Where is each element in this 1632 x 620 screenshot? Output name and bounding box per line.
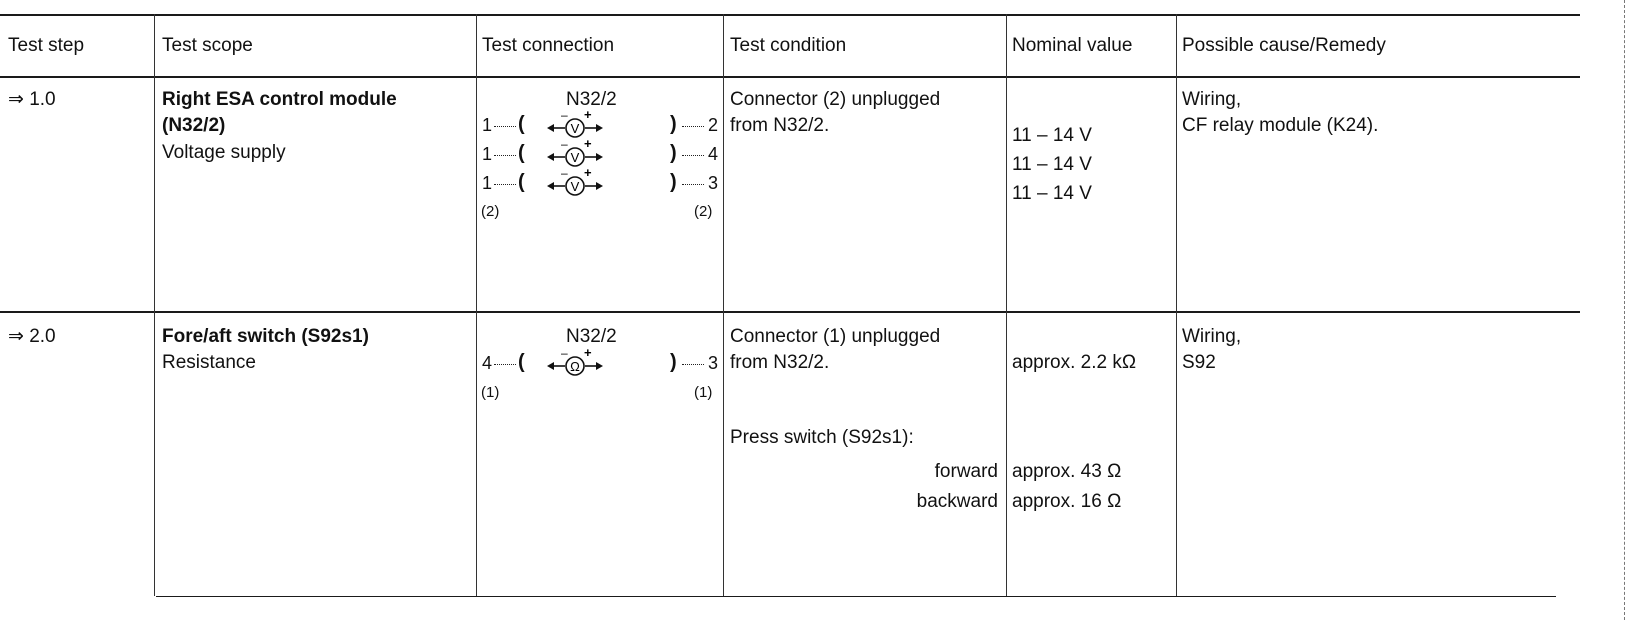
row2-scope-sub: Resistance <box>162 352 256 373</box>
row1-condition-2: from N32/2. <box>730 115 830 136</box>
plug-close-symbol: ) <box>670 171 677 193</box>
row1-remedy-1: Wiring, <box>1182 89 1242 110</box>
row2-right-connector: (1) <box>694 384 713 401</box>
header-test-scope: Test scope <box>162 35 253 56</box>
header-test-condition: Test condition <box>730 35 847 56</box>
row1-left-pin: 1 <box>482 144 493 164</box>
row1-scope-title: Right ESA control module <box>162 89 397 110</box>
col-divider <box>476 14 477 596</box>
row2-condition-backward: backward <box>916 491 998 512</box>
svg-text:–: – <box>561 166 568 180</box>
row1-right-connector: (2) <box>694 203 713 220</box>
row1-scope-title-2: (N32/2) <box>162 115 226 136</box>
svg-text:Ω: Ω <box>570 359 580 374</box>
svg-text:+: + <box>584 166 592 180</box>
plug-open-symbol: ( <box>518 351 525 373</box>
row2-nominal-1: approx. 2.2 kΩ <box>1012 352 1137 373</box>
lead-line <box>494 184 516 185</box>
row1-connector-label: N32/2 <box>566 89 617 110</box>
lead-line <box>494 155 516 156</box>
lead-line <box>682 184 704 185</box>
col-divider <box>723 14 724 596</box>
row1-left-connector: (2) <box>481 203 500 220</box>
svg-text:+: + <box>584 346 592 360</box>
row2-remedy-2: S92 <box>1182 352 1216 373</box>
row1-step: ⇒ 1.0 <box>8 89 56 110</box>
lead-line <box>682 364 704 365</box>
svg-text:–: – <box>561 108 568 122</box>
voltmeter-icon: – + V <box>547 166 603 196</box>
header-rule <box>0 76 1580 78</box>
col-divider <box>154 14 155 596</box>
row1-nominal-2: 11 – 14 V <box>1012 154 1092 175</box>
plug-close-symbol: ) <box>670 351 677 373</box>
svg-text:–: – <box>561 137 568 151</box>
row1-nominal-1: 11 – 14 V <box>1012 125 1092 146</box>
row1-nominal-3: 11 – 14 V <box>1012 183 1092 204</box>
row1-scope-sub: Voltage supply <box>162 142 286 163</box>
svg-text:V: V <box>571 150 580 165</box>
plug-open-symbol: ( <box>518 142 525 164</box>
svg-text:V: V <box>571 179 580 194</box>
row2-left-connector: (1) <box>481 384 500 401</box>
svg-text:+: + <box>584 108 592 122</box>
col-divider <box>1176 14 1177 596</box>
header-nominal-value: Nominal value <box>1012 35 1133 56</box>
ohmmeter-icon: – + Ω <box>547 346 603 376</box>
row1-remedy-2: CF relay module (K24). <box>1182 115 1379 136</box>
header-possible-cause: Possible cause/Remedy <box>1182 35 1386 56</box>
row2-remedy-1: Wiring, <box>1182 326 1242 347</box>
plug-close-symbol: ) <box>670 113 677 135</box>
svg-text:V: V <box>571 121 580 136</box>
row2-condition-1: Connector (1) unplugged <box>730 326 941 347</box>
plug-open-symbol: ( <box>518 113 525 135</box>
lead-line <box>682 155 704 156</box>
row2-right-pin: 3 <box>708 353 719 373</box>
lead-line <box>494 364 516 365</box>
plug-open-symbol: ( <box>518 171 525 193</box>
row2-condition-3: Press switch (S92s1): <box>730 427 914 448</box>
row2-connector-label: N32/2 <box>566 326 617 347</box>
row1-right-pin: 2 <box>708 115 719 135</box>
header-test-step: Test step <box>8 35 85 56</box>
col-divider <box>1006 14 1007 596</box>
top-rule <box>0 14 1580 16</box>
header-test-connection: Test connection <box>482 35 615 56</box>
row1-condition-1: Connector (2) unplugged <box>730 89 941 110</box>
svg-text:–: – <box>561 346 568 360</box>
lead-line <box>682 126 704 127</box>
bottom-rule <box>156 596 1556 597</box>
row1-right-pin: 4 <box>708 144 719 164</box>
row2-nominal-forward: approx. 43 Ω <box>1012 461 1122 482</box>
lead-line <box>494 126 516 127</box>
voltmeter-icon: – + V <box>547 137 603 167</box>
row2-nominal-backward: approx. 16 Ω <box>1012 491 1122 512</box>
row2-condition-forward: forward <box>934 461 998 482</box>
row2-step: ⇒ 2.0 <box>8 326 56 347</box>
row1-left-pin: 1 <box>482 115 493 135</box>
row1-right-pin: 3 <box>708 173 719 193</box>
page-edge <box>1624 0 1625 620</box>
plug-close-symbol: ) <box>670 142 677 164</box>
row-divider <box>0 311 1580 313</box>
row2-scope-title: Fore/aft switch (S92s1) <box>162 326 369 347</box>
voltmeter-icon: – + V <box>547 108 603 138</box>
row2-left-pin: 4 <box>482 353 493 373</box>
row2-condition-2: from N32/2. <box>730 352 830 373</box>
svg-text:+: + <box>584 137 592 151</box>
row1-left-pin: 1 <box>482 173 493 193</box>
